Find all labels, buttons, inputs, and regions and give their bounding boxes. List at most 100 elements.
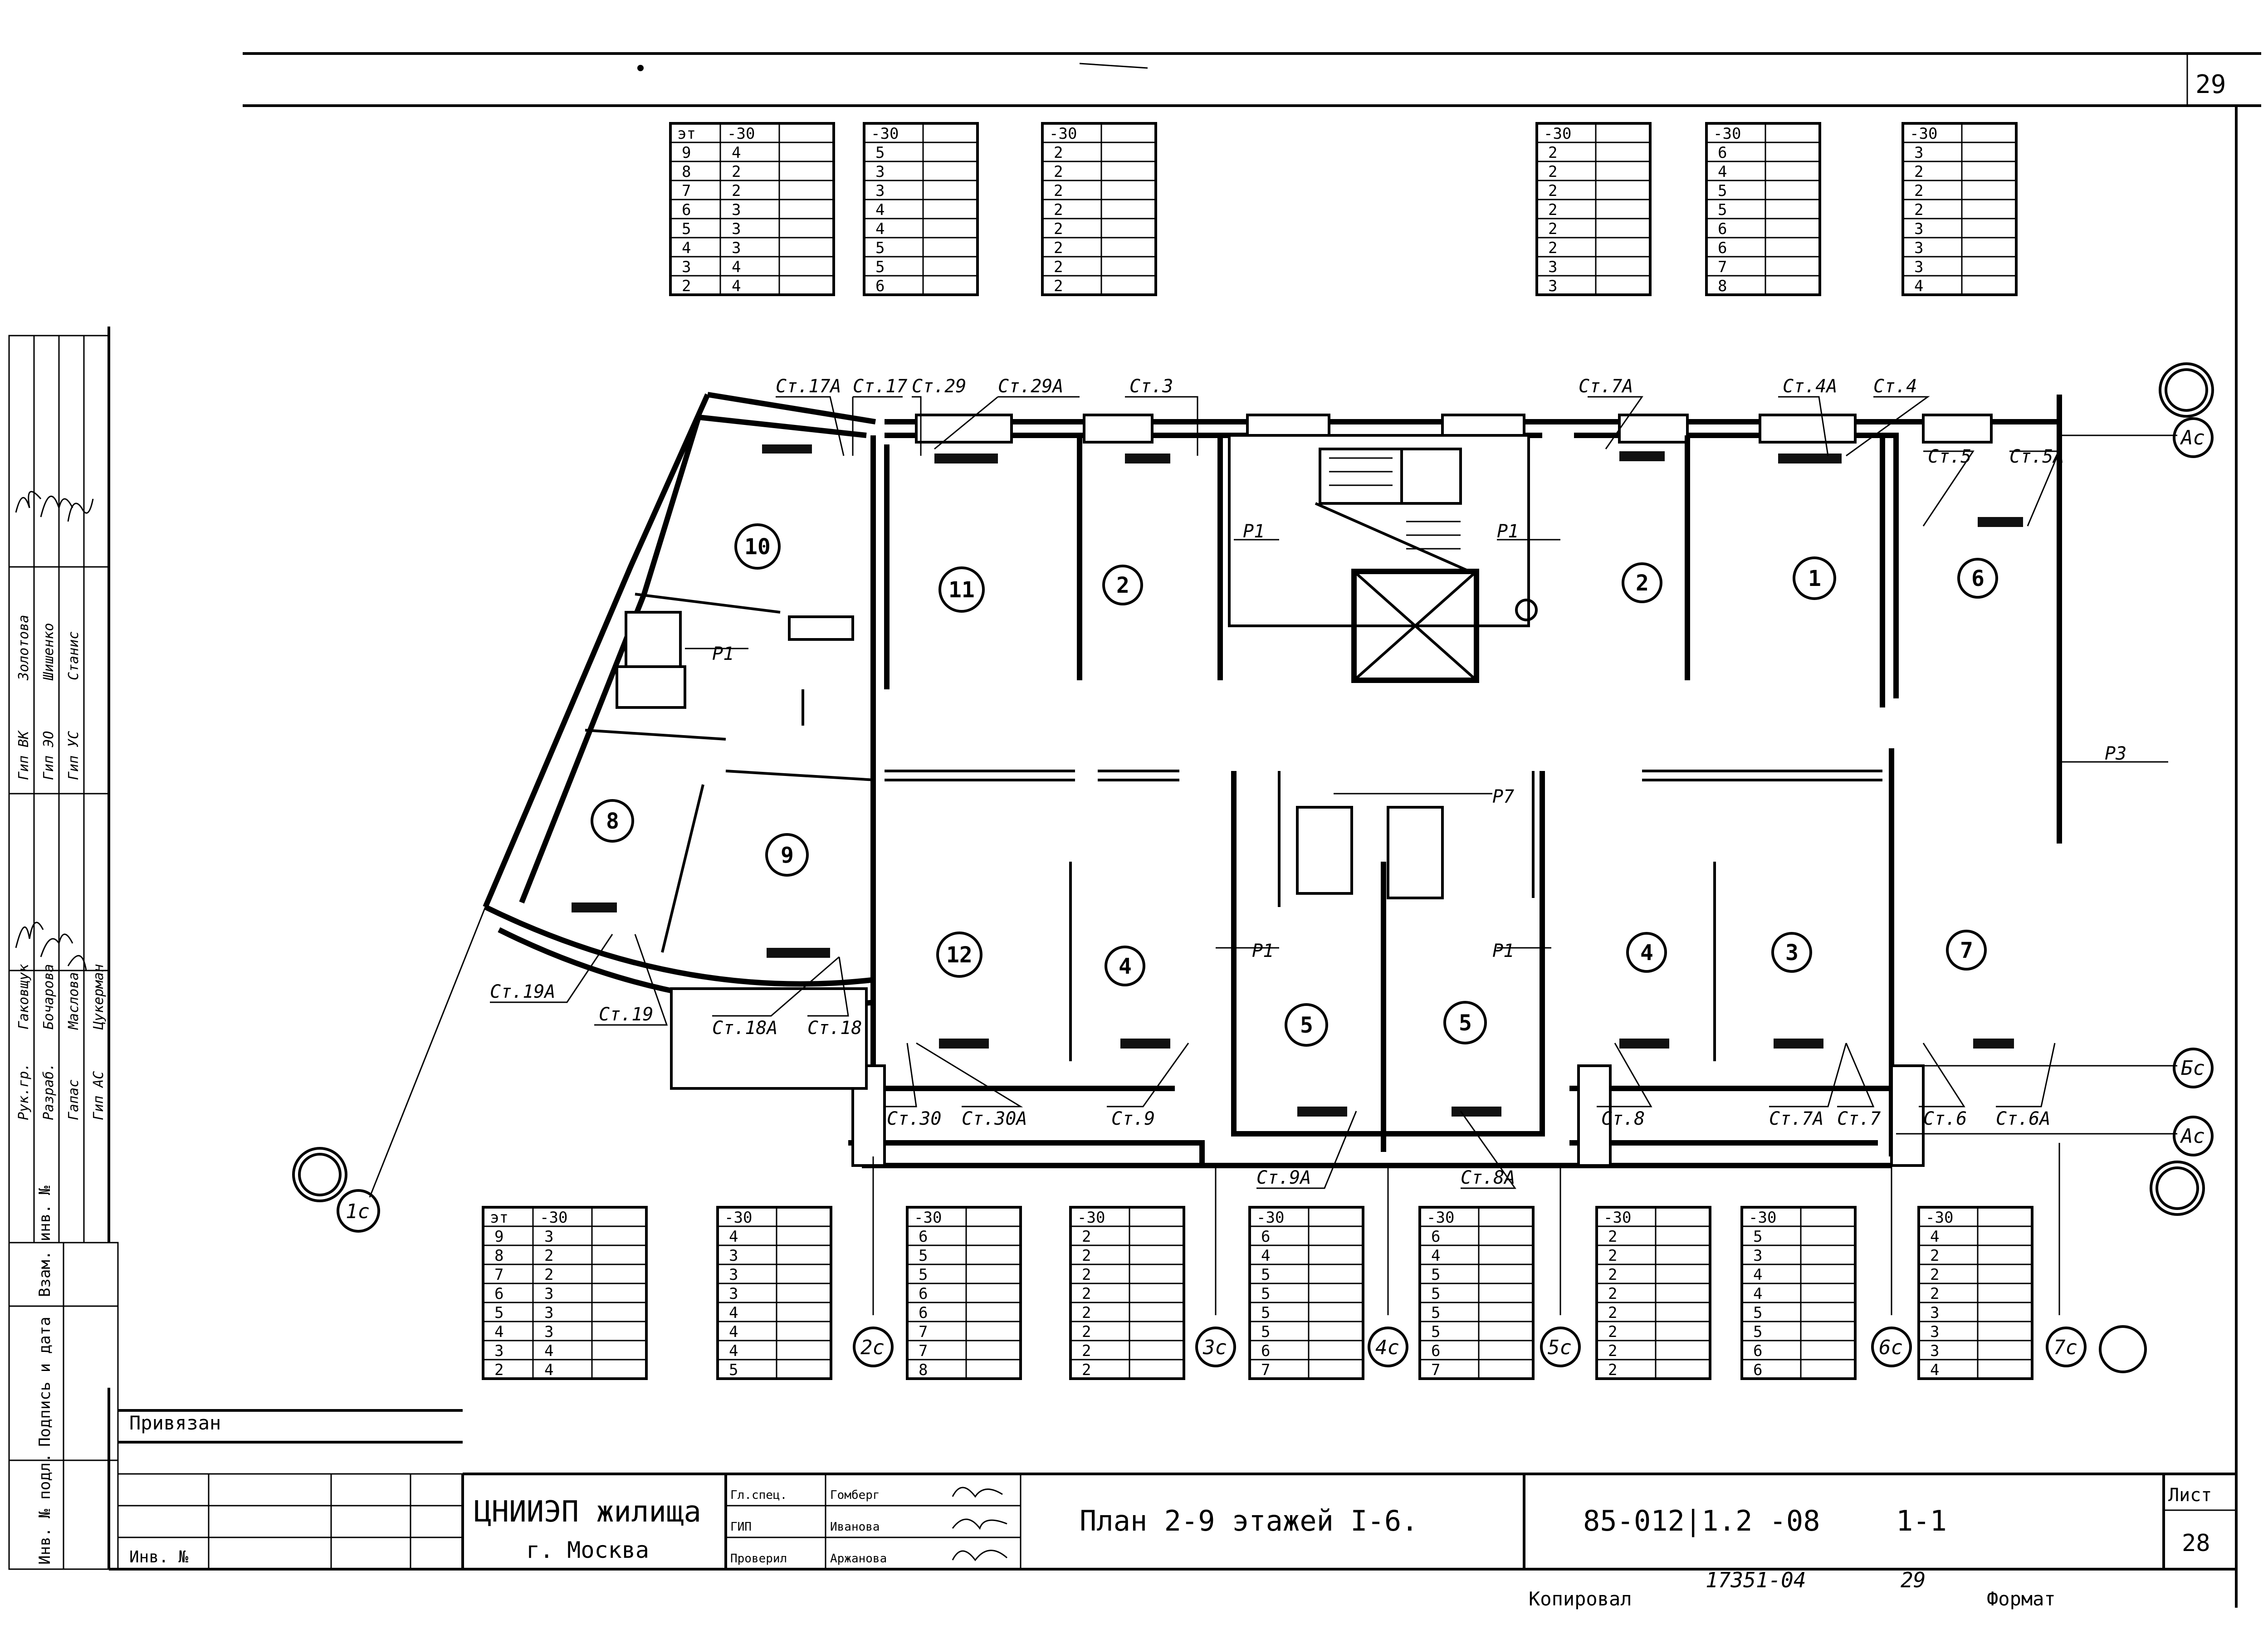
top-table-0-cell: 5 <box>682 220 691 238</box>
bottom-table-7-header-0: -30 <box>1749 1209 1776 1227</box>
bottom-table-5-cell: 4 <box>1431 1247 1440 1265</box>
inv-label: Инв. № <box>129 1548 188 1566</box>
bottom-table-8-cell: 2 <box>1930 1266 1939 1284</box>
riser-18A: Ст.18А <box>712 1018 778 1039</box>
top-table-0-cell: 4 <box>732 277 741 295</box>
top-table-0-cell: 8 <box>682 163 691 181</box>
top-table-3-header-0: -30 <box>1544 125 1571 143</box>
top-table-5-header-0: -30 <box>1910 125 1937 143</box>
bottom-table-7-cell: 4 <box>1753 1266 1762 1284</box>
bottom-table-4-cell: 5 <box>1261 1266 1270 1284</box>
riser-3: Ст.3 <box>1129 376 1173 397</box>
bottom-table-6-cell: 2 <box>1608 1247 1617 1265</box>
room-5-left: 5 <box>1300 1013 1313 1038</box>
stamp-col2-role1: Гип ВК <box>16 730 32 780</box>
riser-4: Ст.4 <box>1873 376 1917 397</box>
stamp-col3-role2: Гип АС <box>91 1071 107 1120</box>
room-3: 3 <box>1785 940 1799 966</box>
stamp-field-sign-date: Подпись и дата <box>36 1317 54 1447</box>
bottom-table-1-cell: 3 <box>729 1247 738 1265</box>
title-signatures <box>952 1487 1007 1561</box>
name-chief-spec: Гомберг <box>830 1488 880 1502</box>
top-table-5-cell: 2 <box>1914 163 1923 181</box>
bottom-table-2-cell: 5 <box>919 1247 928 1265</box>
stamp-col3-name1: Шишенко <box>41 623 57 681</box>
top-table-3-cell: 3 <box>1548 258 1557 276</box>
bottom-table-1-cell: 4 <box>729 1323 738 1341</box>
top-table-2-cell: 2 <box>1054 220 1063 238</box>
bottom-table-3-cell: 2 <box>1082 1342 1091 1360</box>
bottom-table-1-cell: 3 <box>729 1285 738 1303</box>
riser-8A: Ст.8А <box>1461 1167 1515 1188</box>
side-stamp: Рук.гр. Гаковщук Разраб. Бочарова Гип ВК… <box>8 335 119 1570</box>
riser-29A: Ст.29А <box>998 376 1064 397</box>
bottom-table-0-cell: 3 <box>544 1285 553 1303</box>
bottom-table-2-header-0: -30 <box>914 1209 942 1227</box>
stamp-col1-name2: Бочарова <box>41 964 57 1030</box>
p-leaders <box>685 539 2168 949</box>
room-5-right: 5 <box>1459 1010 1472 1036</box>
axis-label-3c: 3с <box>1202 1336 1227 1359</box>
axis-label-Ac-bottom: Ас <box>2180 1125 2205 1148</box>
top-table-3-cell: 2 <box>1548 144 1557 162</box>
corner-number: 29 <box>2195 70 2226 99</box>
bottom-table-1-cell: 4 <box>729 1228 738 1246</box>
list-number: 28 <box>2182 1530 2210 1557</box>
bottom-table-2-cell: 6 <box>919 1304 928 1322</box>
bottom-table-8-cell: 4 <box>1930 1361 1939 1379</box>
room-number-circles <box>591 523 1998 1047</box>
stamp-col4-name1: Станис <box>66 631 82 680</box>
p3-label: Р3 <box>2105 743 2126 764</box>
bottom-table-0-cell: 5 <box>494 1304 503 1322</box>
bottom-table-4-cell: 4 <box>1261 1247 1270 1265</box>
bottom-table-0-cell: 4 <box>494 1323 503 1341</box>
top-table-1-cell: 4 <box>875 201 885 219</box>
riser-leaders <box>490 396 2061 1189</box>
bottom-table-7-cell: 5 <box>1753 1304 1762 1322</box>
room-6: 6 <box>1971 566 1984 591</box>
bottom-table-3-cell: 2 <box>1082 1361 1091 1379</box>
bottom-table-3-cell: 2 <box>1082 1285 1091 1303</box>
bottom-table-0-cell: 3 <box>544 1323 553 1341</box>
bottom-table-6-cell: 2 <box>1608 1266 1617 1284</box>
p1-bottom-right: Р1 <box>1492 941 1514 961</box>
top-table-0-cell: 7 <box>682 182 691 200</box>
axis-label-6c: 6с <box>1879 1336 1903 1359</box>
top-table-4-cell: 8 <box>1718 277 1727 295</box>
bottom-table-6-cell: 2 <box>1608 1285 1617 1303</box>
bottom-table-2-cell: 6 <box>919 1228 928 1246</box>
top-table-0-cell: 3 <box>732 201 741 219</box>
project-code: 85-012|1.2 -08 <box>1583 1504 1820 1538</box>
top-table-0-cell: 2 <box>732 163 741 181</box>
riser-7: Ст.7 <box>1837 1108 1881 1129</box>
p7-label: Р7 <box>1492 786 1514 807</box>
riser-6A: Ст.6А <box>1996 1108 2050 1129</box>
bottom-table-0-cell: 2 <box>494 1361 503 1379</box>
top-table-2-header-0: -30 <box>1049 125 1077 143</box>
stamp-col2-name2: Маслова <box>66 972 82 1030</box>
top-table-4-cell: 5 <box>1718 182 1727 200</box>
bottom-table-0-header-1: -30 <box>540 1209 567 1227</box>
riser-6: Ст.6 <box>1923 1108 1967 1129</box>
top-table-0-cell: 2 <box>682 277 691 295</box>
top-table-1-cell: 4 <box>875 220 885 238</box>
bottom-table-3-header-0: -30 <box>1077 1209 1105 1227</box>
riser-9: Ст.9 <box>1111 1108 1155 1129</box>
bottom-table-5-header-0: -30 <box>1427 1209 1454 1227</box>
top-table-1-cell: 3 <box>875 163 885 181</box>
bottom-table-0-cell: 2 <box>544 1247 553 1265</box>
bottom-table-0-cell: 9 <box>494 1228 503 1246</box>
top-table-0-cell: 6 <box>682 201 691 219</box>
bottom-table-7-cell: 3 <box>1753 1247 1762 1265</box>
riser-7A-bottom: Ст.7А <box>1769 1108 1823 1129</box>
role-checked: Проверил <box>730 1552 787 1566</box>
riser-5: Ст.5 <box>1928 446 1971 467</box>
bottom-table-4-header-0: -30 <box>1256 1209 1284 1227</box>
top-table-4-cell: 5 <box>1718 201 1727 219</box>
riser-7A-top: Ст.7А <box>1579 376 1633 397</box>
top-table-2-cell: 2 <box>1054 163 1063 181</box>
bottom-table-0-header-0: эт <box>490 1209 508 1227</box>
